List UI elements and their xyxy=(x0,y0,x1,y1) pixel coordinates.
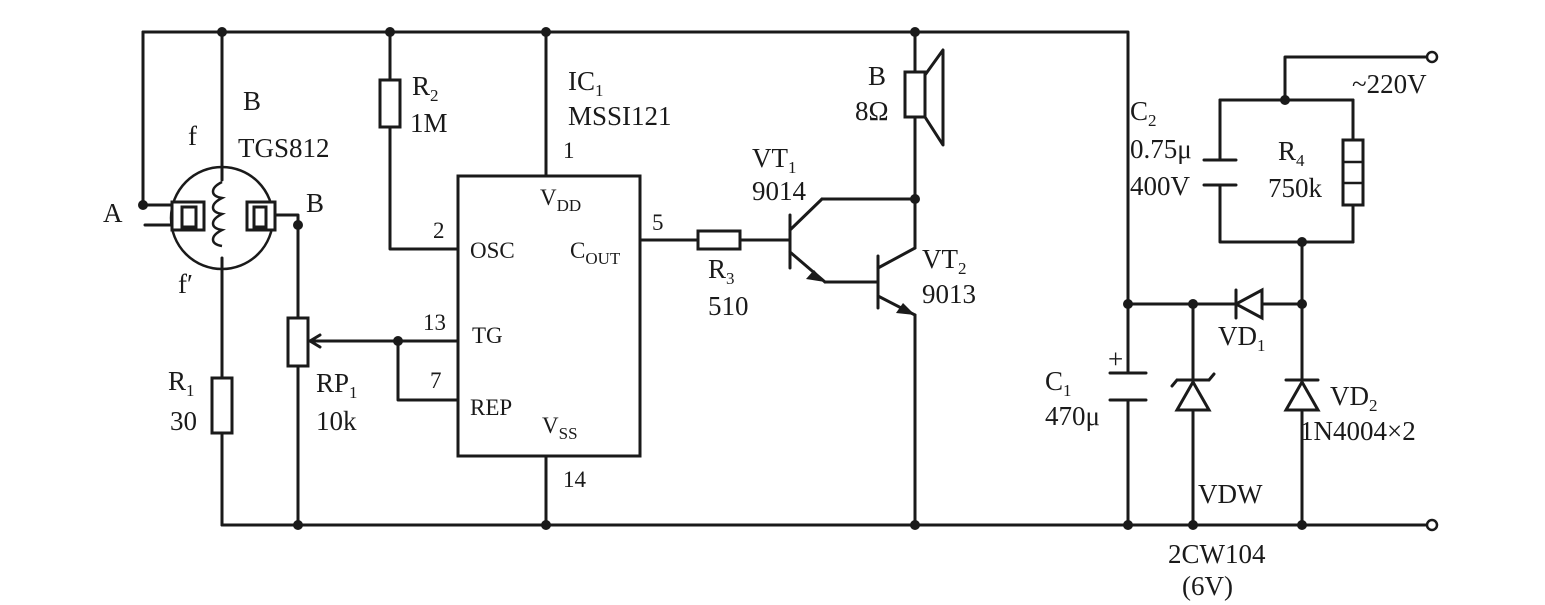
pin-vdd-sub: DD xyxy=(557,196,582,215)
vd1-sub: 1 xyxy=(1257,336,1266,355)
c2-ref: C xyxy=(1130,96,1148,126)
vdw-ref: VDW xyxy=(1198,479,1263,509)
pin-vss-name: V xyxy=(542,413,559,438)
svg-text:R1: R1 xyxy=(168,366,195,400)
svg-text:VSS: VSS xyxy=(542,413,578,443)
c2-voltage: 400V xyxy=(1130,171,1191,201)
pin-vss-sub: SS xyxy=(559,424,578,443)
diode-vd2: VD2 1N4004×2 xyxy=(1283,378,1416,446)
c2-sub: 2 xyxy=(1148,111,1157,130)
vd1-ref: VD xyxy=(1218,321,1257,351)
resistor-r3: R3 510 xyxy=(696,229,749,321)
svg-text:VD2: VD2 xyxy=(1330,381,1378,415)
r3-value: 510 xyxy=(708,291,749,321)
mains-terminals xyxy=(1425,50,1439,532)
vt2-part: 9013 xyxy=(922,279,976,309)
pin-cout-name: C xyxy=(570,238,585,263)
svg-text:VD1: VD1 xyxy=(1218,321,1266,355)
svg-text:C1: C1 xyxy=(1045,366,1072,400)
pin-osc-num: 2 xyxy=(433,218,445,243)
r3-sub: 3 xyxy=(726,269,735,288)
r2-sub: 2 xyxy=(430,86,439,105)
svg-text:IC1: IC1 xyxy=(568,66,604,100)
speaker-ref: B xyxy=(868,61,886,91)
transistor-vt1: VT1 9014 xyxy=(752,143,827,284)
ic1-sub: 1 xyxy=(595,81,604,100)
pin-vss-num: 14 xyxy=(563,467,587,492)
gas-sensor-tgs812: B TGS812 A B f f′ xyxy=(103,86,330,299)
potentiometer-rp1: RP1 10k xyxy=(286,316,358,436)
pin-cout-num: 5 xyxy=(652,210,664,235)
c2-value: 0.75μ xyxy=(1130,134,1192,164)
vd2-sub: 2 xyxy=(1369,396,1378,415)
ic1-mssi121: IC1 MSSI121 1 VDD 2 OSC 5 COUT 13 TG 7 R… xyxy=(423,66,672,492)
svg-text:RP1: RP1 xyxy=(316,368,358,402)
rp1-ref: RP xyxy=(316,368,349,398)
resistor-r1: R1 30 xyxy=(168,366,234,436)
resistor-r4: R4 750k xyxy=(1268,136,1365,207)
svg-text:R2: R2 xyxy=(412,71,439,105)
pin-tg-name: TG xyxy=(472,323,503,348)
rp1-value: 10k xyxy=(316,406,357,436)
mains-label: ~220V xyxy=(1352,69,1427,99)
svg-text:VT1: VT1 xyxy=(752,143,797,177)
transistor-vt2: VT2 9013 xyxy=(876,244,976,317)
pin-tg-num: 13 xyxy=(423,310,446,335)
resistor-r2: R2 1M xyxy=(378,71,448,138)
capacitor-c2: C2 0.75μ 400V xyxy=(1130,96,1238,201)
svg-text:R4: R4 xyxy=(1278,136,1305,170)
c1-polarity: + xyxy=(1108,344,1123,374)
pin-cout-sub: OUT xyxy=(585,249,621,268)
r4-sub: 4 xyxy=(1296,151,1305,170)
vdw-rating: (6V) xyxy=(1182,571,1233,601)
r2-ref: R xyxy=(412,71,430,101)
sensor-model-label: TGS812 xyxy=(238,133,330,163)
vt2-sub: 2 xyxy=(958,259,967,278)
svg-text:C2: C2 xyxy=(1130,96,1157,130)
pin-osc-name: OSC xyxy=(470,238,515,263)
vd2-ref: VD xyxy=(1330,381,1369,411)
r1-sub: 1 xyxy=(186,381,195,400)
wires xyxy=(141,30,1430,527)
vdw-part: 2CW104 xyxy=(1168,539,1266,569)
svg-text:VT2: VT2 xyxy=(922,244,967,278)
sensor-terminal-b-label: B xyxy=(306,188,324,218)
vt1-part: 9014 xyxy=(752,176,807,206)
vt2-ref: VT xyxy=(922,244,958,274)
r4-ref: R xyxy=(1278,136,1296,166)
c1-value: 470μ xyxy=(1045,401,1100,431)
svg-text:COUT: COUT xyxy=(570,238,621,268)
capacitor-c1: + C1 470μ xyxy=(1045,344,1148,431)
vt1-ref: VT xyxy=(752,143,788,173)
r3-ref: R xyxy=(708,254,726,284)
ic1-ref: IC xyxy=(568,66,595,96)
r2-value: 1M xyxy=(410,108,448,138)
r4-value: 750k xyxy=(1268,173,1323,203)
pin-vdd-name: V xyxy=(540,185,557,210)
heater-f-label: f xyxy=(188,121,197,151)
sensor-terminal-a-label: A xyxy=(103,198,123,228)
pin-rep-num: 7 xyxy=(430,368,442,393)
r1-value: 30 xyxy=(170,406,197,436)
pin-rep-name: REP xyxy=(470,395,512,420)
c1-ref: C xyxy=(1045,366,1063,396)
diode-vd1: VD1 xyxy=(1218,287,1266,355)
svg-text:R3: R3 xyxy=(708,254,735,288)
c1-sub: 1 xyxy=(1063,381,1072,400)
sensor-ref-label: B xyxy=(243,86,261,116)
ic1-part: MSSI121 xyxy=(568,101,672,131)
zener-vdw: VDW 2CW104 (6V) xyxy=(1168,372,1266,601)
speaker-b: B 8Ω xyxy=(855,48,945,147)
svg-text:VDD: VDD xyxy=(540,185,581,215)
speaker-value: 8Ω xyxy=(855,96,889,126)
vt1-sub: 1 xyxy=(788,158,797,177)
junction-dots xyxy=(138,27,1307,530)
r1-ref: R xyxy=(168,366,186,396)
pin-vdd-num: 1 xyxy=(563,138,575,163)
vd2-part: 1N4004×2 xyxy=(1300,416,1416,446)
heater-f-prime-label: f′ xyxy=(178,269,193,299)
rp1-sub: 1 xyxy=(349,383,358,402)
